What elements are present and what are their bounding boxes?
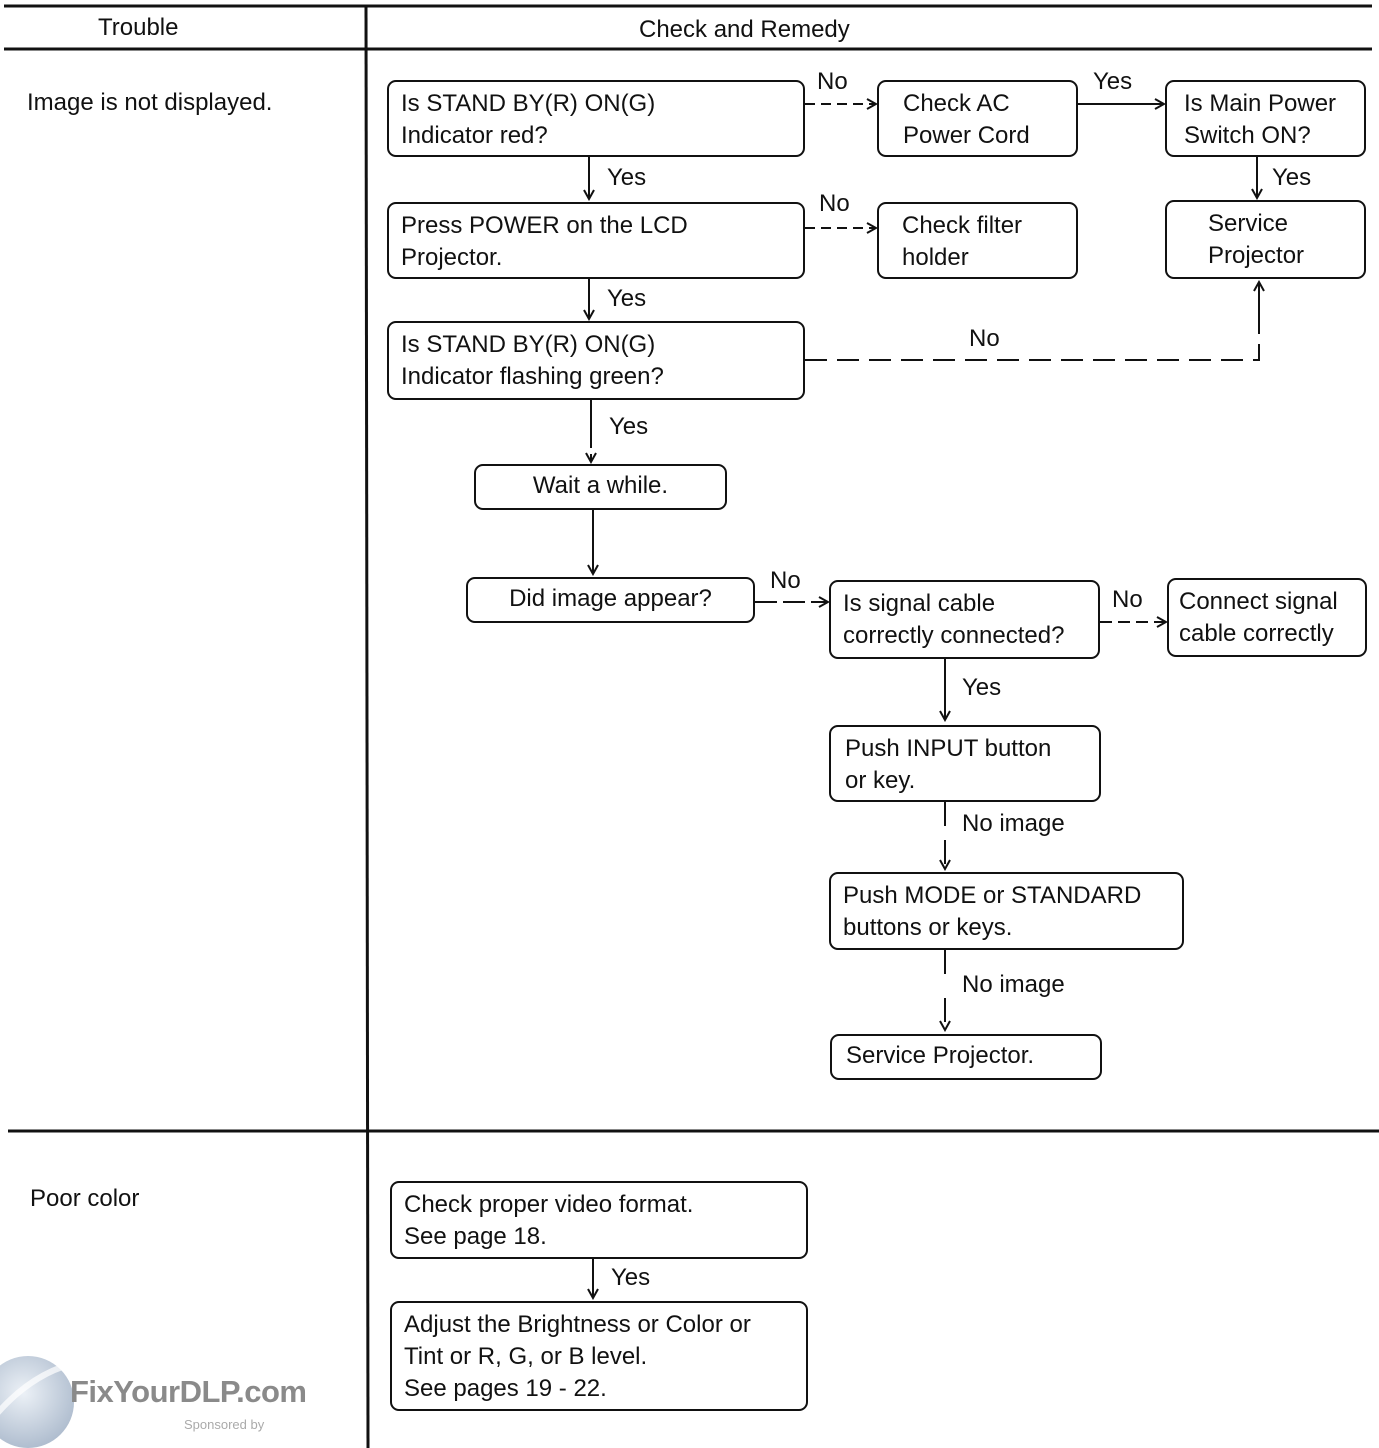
box-standby-indicator-red: Is STAND BY(R) ON(G) Indicator red?: [387, 80, 805, 157]
box-adjust-brightness: Adjust the Brightness or Color or Tint o…: [390, 1301, 808, 1411]
box-standby-flashing-green: Is STAND BY(R) ON(G) Indicator flashing …: [387, 321, 805, 400]
fixyourdlp-logo-icon: [0, 1356, 81, 1448]
box-line: Adjust the Brightness or Color or: [404, 1311, 751, 1338]
label-no-image: No image: [962, 810, 1065, 837]
label-yes: Yes: [611, 1264, 651, 1291]
box-line: See page 18.: [404, 1223, 547, 1250]
box-line: Switch ON?: [1184, 122, 1311, 149]
box-did-image-appear: Did image appear?: [466, 577, 755, 623]
watermark-sponsored: Sponsored by: [184, 1417, 265, 1432]
watermark-name: FixYourDLP.com: [70, 1374, 307, 1409]
label-yes: Yes: [607, 164, 647, 191]
label-no: No: [969, 325, 1000, 352]
box-line: Projector.: [401, 244, 503, 271]
box-line: Is Main Power: [1184, 90, 1337, 117]
box-check-filter-holder: Check filter holder: [877, 202, 1078, 279]
box-press-power: Press POWER on the LCD Projector.: [387, 202, 805, 279]
label-yes: Yes: [609, 413, 649, 440]
box-line: Press POWER on the LCD: [401, 212, 688, 239]
label-yes: Yes: [1272, 164, 1312, 191]
label-no-image: No image: [962, 971, 1065, 998]
box-signal-cable-connected: Is signal cable correctly connected?: [829, 580, 1100, 659]
box-line: Did image appear?: [509, 585, 712, 612]
label-no: No: [819, 190, 850, 217]
box-line: Is signal cable: [843, 590, 996, 617]
box-line: Connect signal: [1179, 588, 1338, 615]
box-line: Indicator flashing green?: [401, 363, 664, 390]
label-no: No: [817, 68, 848, 95]
box-service-projector-bottom: Service Projector.: [830, 1034, 1102, 1080]
box-push-mode-standard: Push MODE or STANDARD buttons or keys.: [829, 872, 1184, 950]
box-line: Service: [1208, 210, 1289, 237]
box-line: cable correctly: [1179, 620, 1334, 647]
box-line: Wait a while.: [532, 472, 669, 499]
box-check-ac-power-cord: Check AC Power Cord: [877, 80, 1078, 157]
box-line: Service Projector.: [846, 1042, 1035, 1069]
box-line: Check filter: [902, 212, 1023, 239]
box-line: Power Cord: [903, 122, 1030, 149]
column-header-trouble: Trouble: [98, 14, 179, 41]
box-line: See pages 19 - 22.: [404, 1375, 607, 1402]
box-line: Tint or R, G, or B level.: [404, 1343, 648, 1370]
box-line: buttons or keys.: [843, 914, 1013, 941]
box-line: Push MODE or STANDARD: [843, 882, 1142, 909]
box-connect-signal-cable: Connect signal cable correctly: [1167, 578, 1367, 657]
column-header-check-and-remedy: Check and Remedy: [639, 16, 850, 43]
box-check-video-format: Check proper video format. See page 18.: [390, 1181, 808, 1259]
trouble-image-not-displayed: Image is not displayed.: [27, 89, 273, 116]
label-yes: Yes: [962, 674, 1002, 701]
box-line: Indicator red?: [401, 122, 548, 149]
label-yes: Yes: [1093, 68, 1133, 95]
trouble-poor-color: Poor color: [30, 1185, 140, 1212]
box-line: or key.: [845, 767, 916, 794]
box-line: Projector: [1208, 242, 1305, 269]
box-main-power-switch: Is Main Power Switch ON?: [1165, 80, 1366, 157]
box-push-input: Push INPUT button or key.: [829, 725, 1101, 802]
box-line: Check proper video format.: [404, 1191, 694, 1218]
box-line: holder: [902, 244, 969, 271]
label-no: No: [1112, 586, 1143, 613]
box-line: Push INPUT button: [845, 735, 1052, 762]
box-line: correctly connected?: [843, 622, 1065, 649]
label-yes: Yes: [607, 285, 647, 312]
box-line: Is STAND BY(R) ON(G): [401, 90, 656, 117]
box-line: Is STAND BY(R) ON(G): [401, 331, 656, 358]
box-service-projector-top: Service Projector: [1165, 200, 1366, 279]
box-line: Check AC: [903, 90, 1010, 117]
label-no: No: [770, 567, 801, 594]
box-wait-a-while: Wait a while.: [474, 464, 727, 510]
